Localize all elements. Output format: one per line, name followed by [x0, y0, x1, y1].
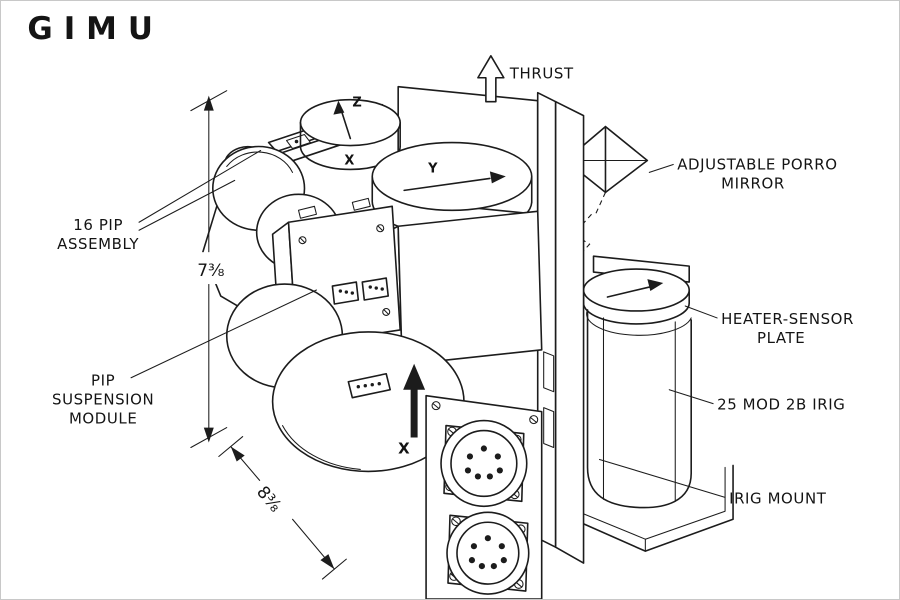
height-dimension: 7⅜: [190, 90, 231, 449]
pip-suspension-callout: PIP SUSPENSION MODULE: [52, 372, 154, 428]
irig-canister-drawing: [586, 255, 692, 509]
page-title: GIMU: [27, 11, 163, 47]
pip-assembly-callout: 16 PIP ASSEMBLY: [57, 216, 139, 253]
thrust-label: THRUST: [509, 65, 574, 83]
x-axis-arrow: [403, 363, 426, 438]
heater-sensor-plate-drawing: [582, 268, 690, 325]
heater-sensor-label-line2: PLATE: [757, 329, 805, 347]
height-dimension-value: 7⅜: [197, 260, 224, 280]
pip-assembly-label-line1: 16 PIP: [73, 216, 123, 234]
porro-mirror-label-line1: ADJUSTABLE PORRO: [677, 155, 837, 173]
pip-suspension-label-line3: MODULE: [69, 410, 137, 428]
x-gyro-axis-label: X: [344, 153, 354, 168]
pip-assembly-label-line2: ASSEMBLY: [57, 235, 139, 253]
irig-mount-label: IRIG MOUNT: [729, 489, 827, 507]
callout-leader-lines: [130, 149, 726, 498]
y-axis-label: Y: [427, 161, 438, 176]
pip-suspension-label-line2: SUSPENSION: [52, 391, 154, 409]
pip-suspension-label-line1: PIP: [91, 372, 115, 390]
thrust-arrow: [477, 55, 505, 103]
porro-mirror-callout: ADJUSTABLE PORRO MIRROR: [677, 155, 837, 192]
heater-sensor-callout: HEATER-SENSOR PLATE: [721, 310, 854, 347]
depth-dimension-value: 8⅜: [253, 482, 286, 516]
z-axis-label: Z: [352, 96, 361, 111]
porro-mirror-label-line2: MIRROR: [721, 174, 785, 192]
irig-label: 25 MOD 2B IRIG: [717, 396, 845, 414]
heater-sensor-label-line1: HEATER-SENSOR: [721, 310, 854, 328]
x-axis-label: X: [398, 439, 410, 457]
connector-panel-drawing: [425, 394, 543, 599]
